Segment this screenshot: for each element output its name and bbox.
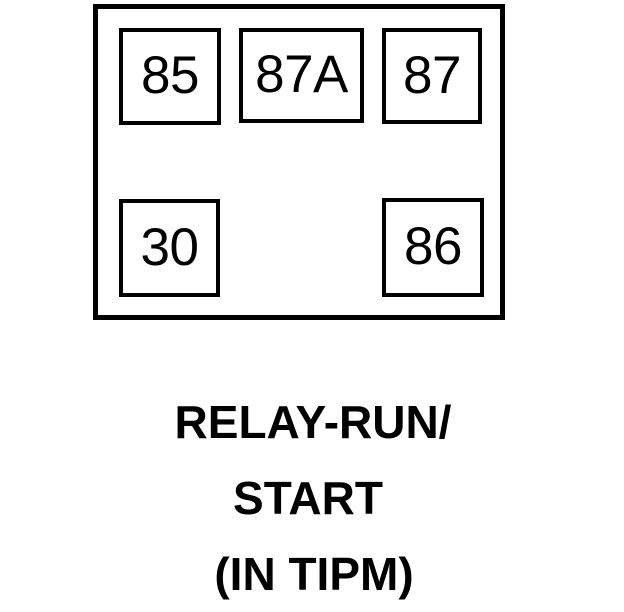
- caption-line-3: (IN TIPM): [214, 548, 414, 600]
- caption-line-2: START: [233, 472, 383, 524]
- terminal-pad-30[interactable]: 30: [119, 199, 220, 297]
- terminal-pad-87a[interactable]: 87A: [239, 28, 364, 123]
- terminal-label-30: 30: [140, 217, 199, 277]
- terminal-pad-86[interactable]: 86: [382, 198, 484, 297]
- terminal-pad-85[interactable]: 85: [119, 28, 221, 125]
- terminal-label-87a: 87A: [255, 45, 348, 104]
- caption-line-1: RELAY-RUN/: [174, 396, 452, 448]
- terminal-label-87: 87: [403, 45, 461, 105]
- terminal-label-86: 86: [404, 217, 462, 276]
- terminal-pad-87[interactable]: 87: [382, 28, 482, 124]
- diagram-caption: RELAY-RUN/ START (IN TIPM): [0, 384, 624, 612]
- terminal-label-85: 85: [141, 46, 199, 105]
- relay-body-outline: 85 87A 87 30 86: [93, 4, 505, 320]
